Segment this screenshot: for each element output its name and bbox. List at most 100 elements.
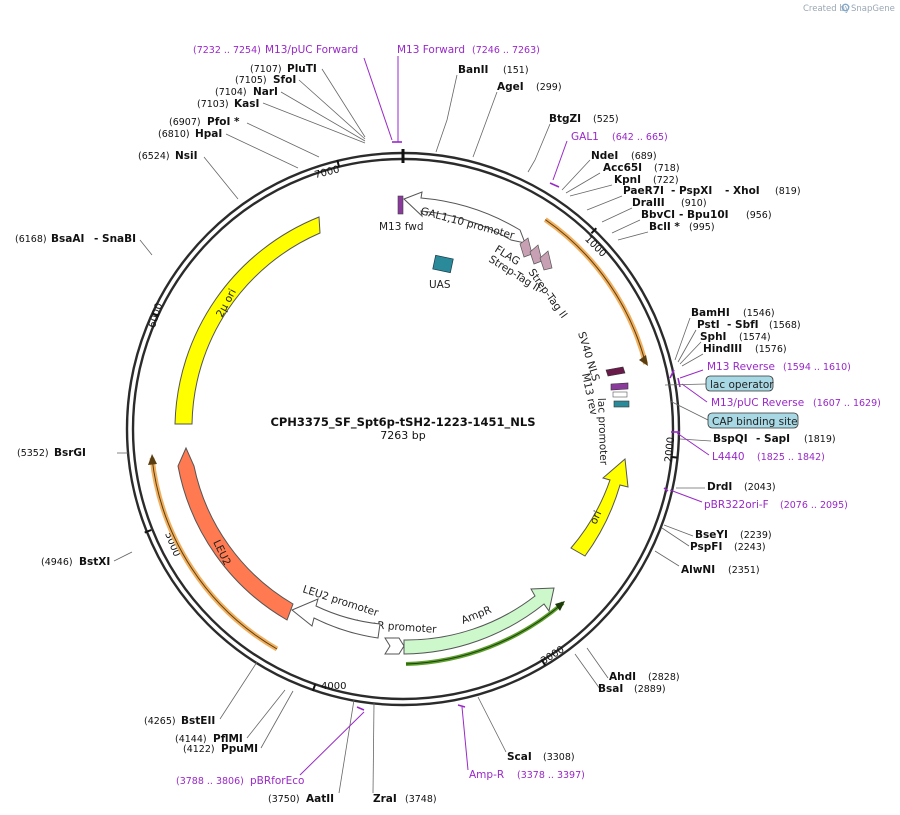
site-sphi: SphI xyxy=(700,331,726,343)
site-sfoi-pos: (7105) xyxy=(235,75,267,86)
site-paer7i: PaeR7I xyxy=(623,185,664,197)
site-ppumi-pos: (4122) xyxy=(183,744,215,755)
credit-brand: SnapGene xyxy=(851,4,895,14)
site-kpni-pos: (722) xyxy=(653,175,679,186)
tick-label-6000: 6000 xyxy=(147,302,165,330)
site-banii-pos: (151) xyxy=(503,65,529,76)
site-bsai-pos: (2889) xyxy=(634,684,666,695)
site-scai: ScaI xyxy=(507,751,532,763)
site-snabi: - SnaBI xyxy=(94,233,136,245)
site-psti: PstI xyxy=(697,319,720,331)
site-nari-pos: (7104) xyxy=(215,87,247,98)
plasmid-name: CPH3375_SF_Spt6p-tSH2-1223-1451_NLS xyxy=(270,415,535,430)
site-hpai-pos: (6810) xyxy=(158,129,190,140)
site-nari: NarI xyxy=(253,86,278,98)
site-kasi: KasI xyxy=(234,98,259,110)
site-hindiii: HindIII xyxy=(703,343,742,355)
primer-amp-r: Amp-R xyxy=(469,769,504,781)
gal1-highlight-arrow xyxy=(639,355,648,366)
site-bsrgi: BsrGI xyxy=(54,447,86,459)
strep-tag-2-label: Strep-Tag II xyxy=(526,267,570,321)
cap-site-marker xyxy=(613,400,630,408)
site-aatii-pos: (3750) xyxy=(268,794,300,805)
site-ahdi-pos: (2828) xyxy=(648,672,680,683)
site-bpu10i: - Bpu10I xyxy=(679,209,729,221)
site-pspxi: - PspXI xyxy=(671,185,712,197)
tick-label-3000: 3000 xyxy=(539,644,566,667)
site-sbfi: - SbfI xyxy=(727,319,759,331)
gal-promoter-arrow xyxy=(403,191,526,244)
site-ndei-pos: (689) xyxy=(631,151,657,162)
site-alwni-pos: (2351) xyxy=(728,565,760,576)
site-bseyi: BseYI xyxy=(695,529,728,541)
primer-m13puc-rev: M13/pUC Reverse xyxy=(711,397,804,409)
ampr-arrow xyxy=(403,587,555,655)
uas-marker xyxy=(432,254,454,274)
lac-promoter-label: lac promoter xyxy=(595,398,609,466)
primer-m13puc-fwd-range: (7232 .. 7254) xyxy=(193,45,261,56)
site-sapi: - SapI xyxy=(756,433,790,445)
credit-text: Created by xyxy=(803,4,850,14)
leu2-promoter-arrow xyxy=(291,598,381,639)
strep-tag-2-marker xyxy=(539,250,553,271)
cap-binding-site-label: CAP binding site xyxy=(712,416,798,428)
plasmid-length: 7263 bp xyxy=(380,429,425,442)
site-xhoi: - XhoI xyxy=(725,185,760,197)
m13-fwd-label: M13 fwd xyxy=(379,221,424,233)
site-xhoi-pos: (819) xyxy=(775,186,801,197)
site-btgzi-pos: (525) xyxy=(593,114,619,125)
two-micron-ori-arrow xyxy=(174,216,321,425)
ampr-highlight-arrow xyxy=(555,601,565,611)
site-ppumi: PpuMI xyxy=(221,743,258,755)
site-kpni: KpnI xyxy=(614,174,641,186)
primer-m13-fwd-range: (7246 .. 7263) xyxy=(472,45,540,56)
site-bamhi: BamHI xyxy=(691,307,730,319)
site-bstxi-pos: (4946) xyxy=(41,557,73,568)
site-sapi-pos: (1819) xyxy=(804,434,836,445)
ampr-highlight-line xyxy=(405,602,564,665)
site-pspfi: PspFI xyxy=(690,541,722,553)
site-drdi: DrdI xyxy=(707,481,732,493)
primer-leaders xyxy=(299,56,710,776)
site-bstxi: BstXI xyxy=(79,556,110,568)
site-pfoi: PfoI * xyxy=(207,116,240,128)
leu2-highlight-arrow xyxy=(148,454,157,465)
tick-marks xyxy=(144,159,678,692)
primer-pbrforeco-range: (3788 .. 3806) xyxy=(176,776,244,787)
gal1-highlight-line xyxy=(545,219,647,365)
primer-pbr322ori-range: (2076 .. 2095) xyxy=(780,500,848,511)
lac-operator-label: lac operator xyxy=(710,379,774,391)
site-aatii: AatII xyxy=(306,793,334,805)
tick-label-2000: 2000 xyxy=(663,436,677,462)
site-zrai-pos: (3748) xyxy=(405,794,437,805)
site-ahdi: AhdI xyxy=(609,671,636,683)
site-bsteii: BstEII xyxy=(181,715,215,727)
cap-binding-site-box xyxy=(707,412,799,429)
tick-label-4000: 4000 xyxy=(321,681,346,692)
site-hindiii-pos: (1576) xyxy=(755,344,787,355)
sv40-nls-marker xyxy=(605,366,626,377)
lac-operator-box xyxy=(705,375,774,392)
site-agei: AgeI xyxy=(497,81,524,93)
primer-l4440-range: (1825 .. 1842) xyxy=(757,452,825,463)
site-bbvci: BbvCI xyxy=(641,209,675,221)
primer-gal1: GAL1 xyxy=(571,131,599,143)
primer-amp-r-range: (3378 .. 3397) xyxy=(517,770,585,781)
site-bpu10i-pos: (956) xyxy=(746,210,772,221)
site-alwni: AlwNI xyxy=(681,564,715,576)
m13-rev-marker xyxy=(610,382,629,391)
site-nsii: NsiI xyxy=(175,150,198,162)
site-sfoi: SfoI xyxy=(273,74,296,86)
site-bamhi-pos: (1546) xyxy=(743,308,775,319)
site-bcli-pos: (995) xyxy=(689,222,715,233)
primer-m13-fwd: M13 Forward xyxy=(397,44,465,56)
site-sbfi-pos: (1568) xyxy=(769,320,801,331)
primer-m13-rev: M13 Reverse xyxy=(707,361,775,373)
lac-promoter-marker xyxy=(612,391,628,398)
site-bsteii-pos: (4265) xyxy=(144,716,176,727)
site-drdi-pos: (2043) xyxy=(744,482,776,493)
ampr-promoter-arrow xyxy=(384,637,405,655)
primer-pbrforeco: pBRforEco xyxy=(250,775,304,787)
site-zrai: ZraI xyxy=(373,793,397,805)
